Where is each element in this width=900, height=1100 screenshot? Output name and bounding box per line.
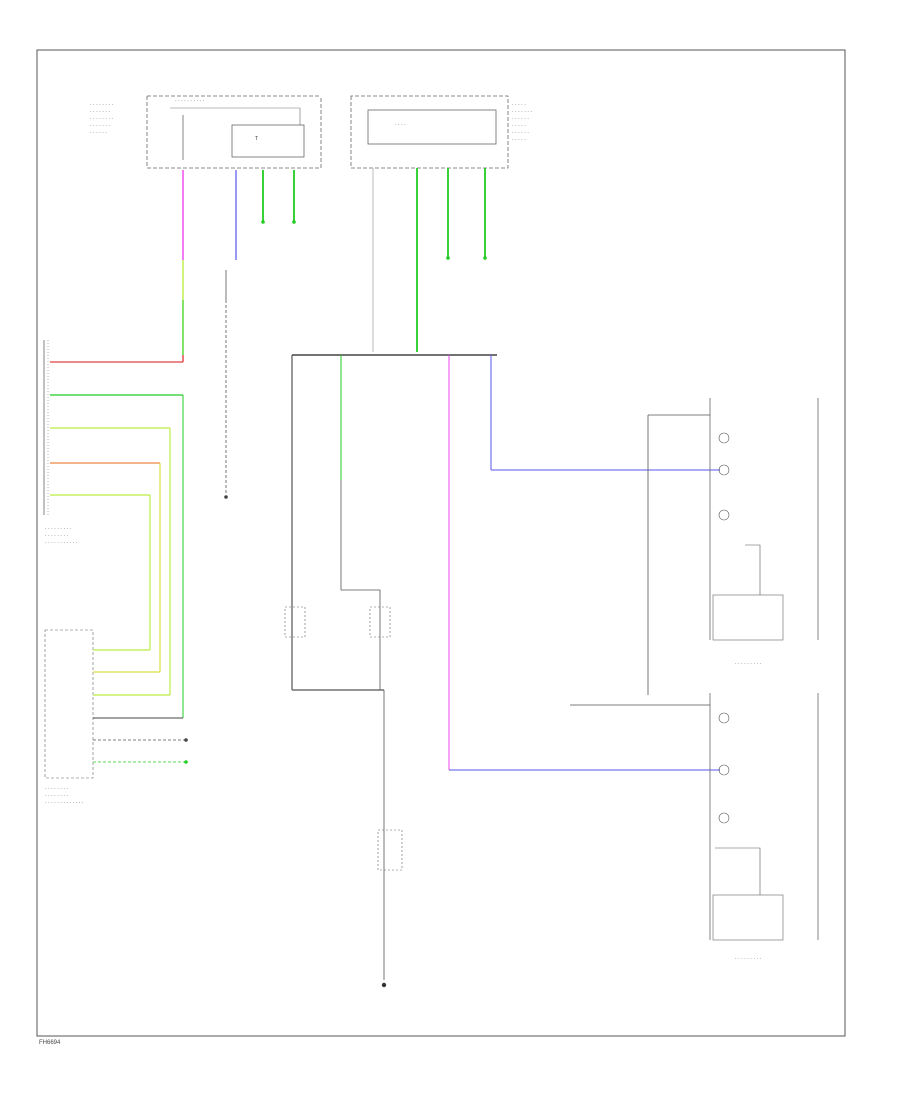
under-dash-fuse-box: · · · · · · · · · · · · · · · · · · · · …	[350, 95, 532, 169]
left-taillight: · · · · · · · · ·	[570, 693, 819, 962]
diagram-frame	[36, 49, 846, 1037]
svg-text:· · · · ·: · · · · ·	[512, 102, 526, 108]
svg-text:· · · · · · · · · · ·: · · · · · · · · · · ·	[45, 540, 78, 546]
splice-bus	[291, 354, 720, 771]
ground-run	[284, 606, 403, 988]
svg-text:· · · · · · · · ·: · · · · · · · · ·	[735, 956, 761, 962]
ground-icon	[381, 982, 387, 988]
diagram-code: FH6694	[39, 1040, 61, 1046]
svg-text:· · · · · · ·: · · · · · · ·	[90, 109, 110, 115]
svg-text:· · · · · · · ·: · · · · · · · ·	[45, 786, 68, 792]
svg-text:· · · · · · · ·: · · · · · · · ·	[90, 102, 113, 108]
svg-text:· · · · · · ·: · · · · · · ·	[90, 123, 110, 129]
transmission-control-module: · · · · · · · · · · · · · · · · · · · · …	[44, 629, 188, 806]
svg-text:· · · · · ·: · · · · · ·	[512, 130, 529, 136]
svg-text:· · · · · · · · ·: · · · · · · · · ·	[735, 661, 761, 667]
svg-text:T: T	[255, 136, 258, 142]
wire-bundle-top	[182, 168, 487, 499]
svg-text:· · · ·: · · · ·	[395, 122, 406, 128]
right-taillight: · · · · · · · · ·	[647, 398, 819, 695]
svg-text:· · · · ·: · · · · ·	[512, 137, 526, 143]
transmission-range-switch: · · · · · · · · · · · · · · · · · · · · …	[43, 340, 184, 718]
svg-text:· · · · · ·: · · · · · ·	[512, 116, 529, 122]
svg-text:· · · · · · · · · · · · ·: · · · · · · · · · · · · ·	[45, 800, 84, 806]
svg-text:· · · · ·: · · · · ·	[512, 123, 526, 129]
fuse-box-label: · · · · · · · · · ·	[175, 98, 204, 104]
svg-text:· · · · · ·: · · · · · ·	[90, 130, 107, 136]
svg-text:· · · · · · · ·: · · · · · · · ·	[90, 116, 113, 122]
svg-text:· · · · · · · ·: · · · · · · · ·	[45, 793, 68, 799]
svg-text:· · · · · · · ·: · · · · · · · ·	[45, 533, 68, 539]
fuse-relay-box: · · · · · · · · · · · · · · · · · · · · …	[90, 95, 322, 169]
svg-text:· · · · · · ·: · · · · · · ·	[512, 109, 532, 115]
svg-text:· · · · · · · · ·: · · · · · · · · ·	[45, 526, 71, 532]
